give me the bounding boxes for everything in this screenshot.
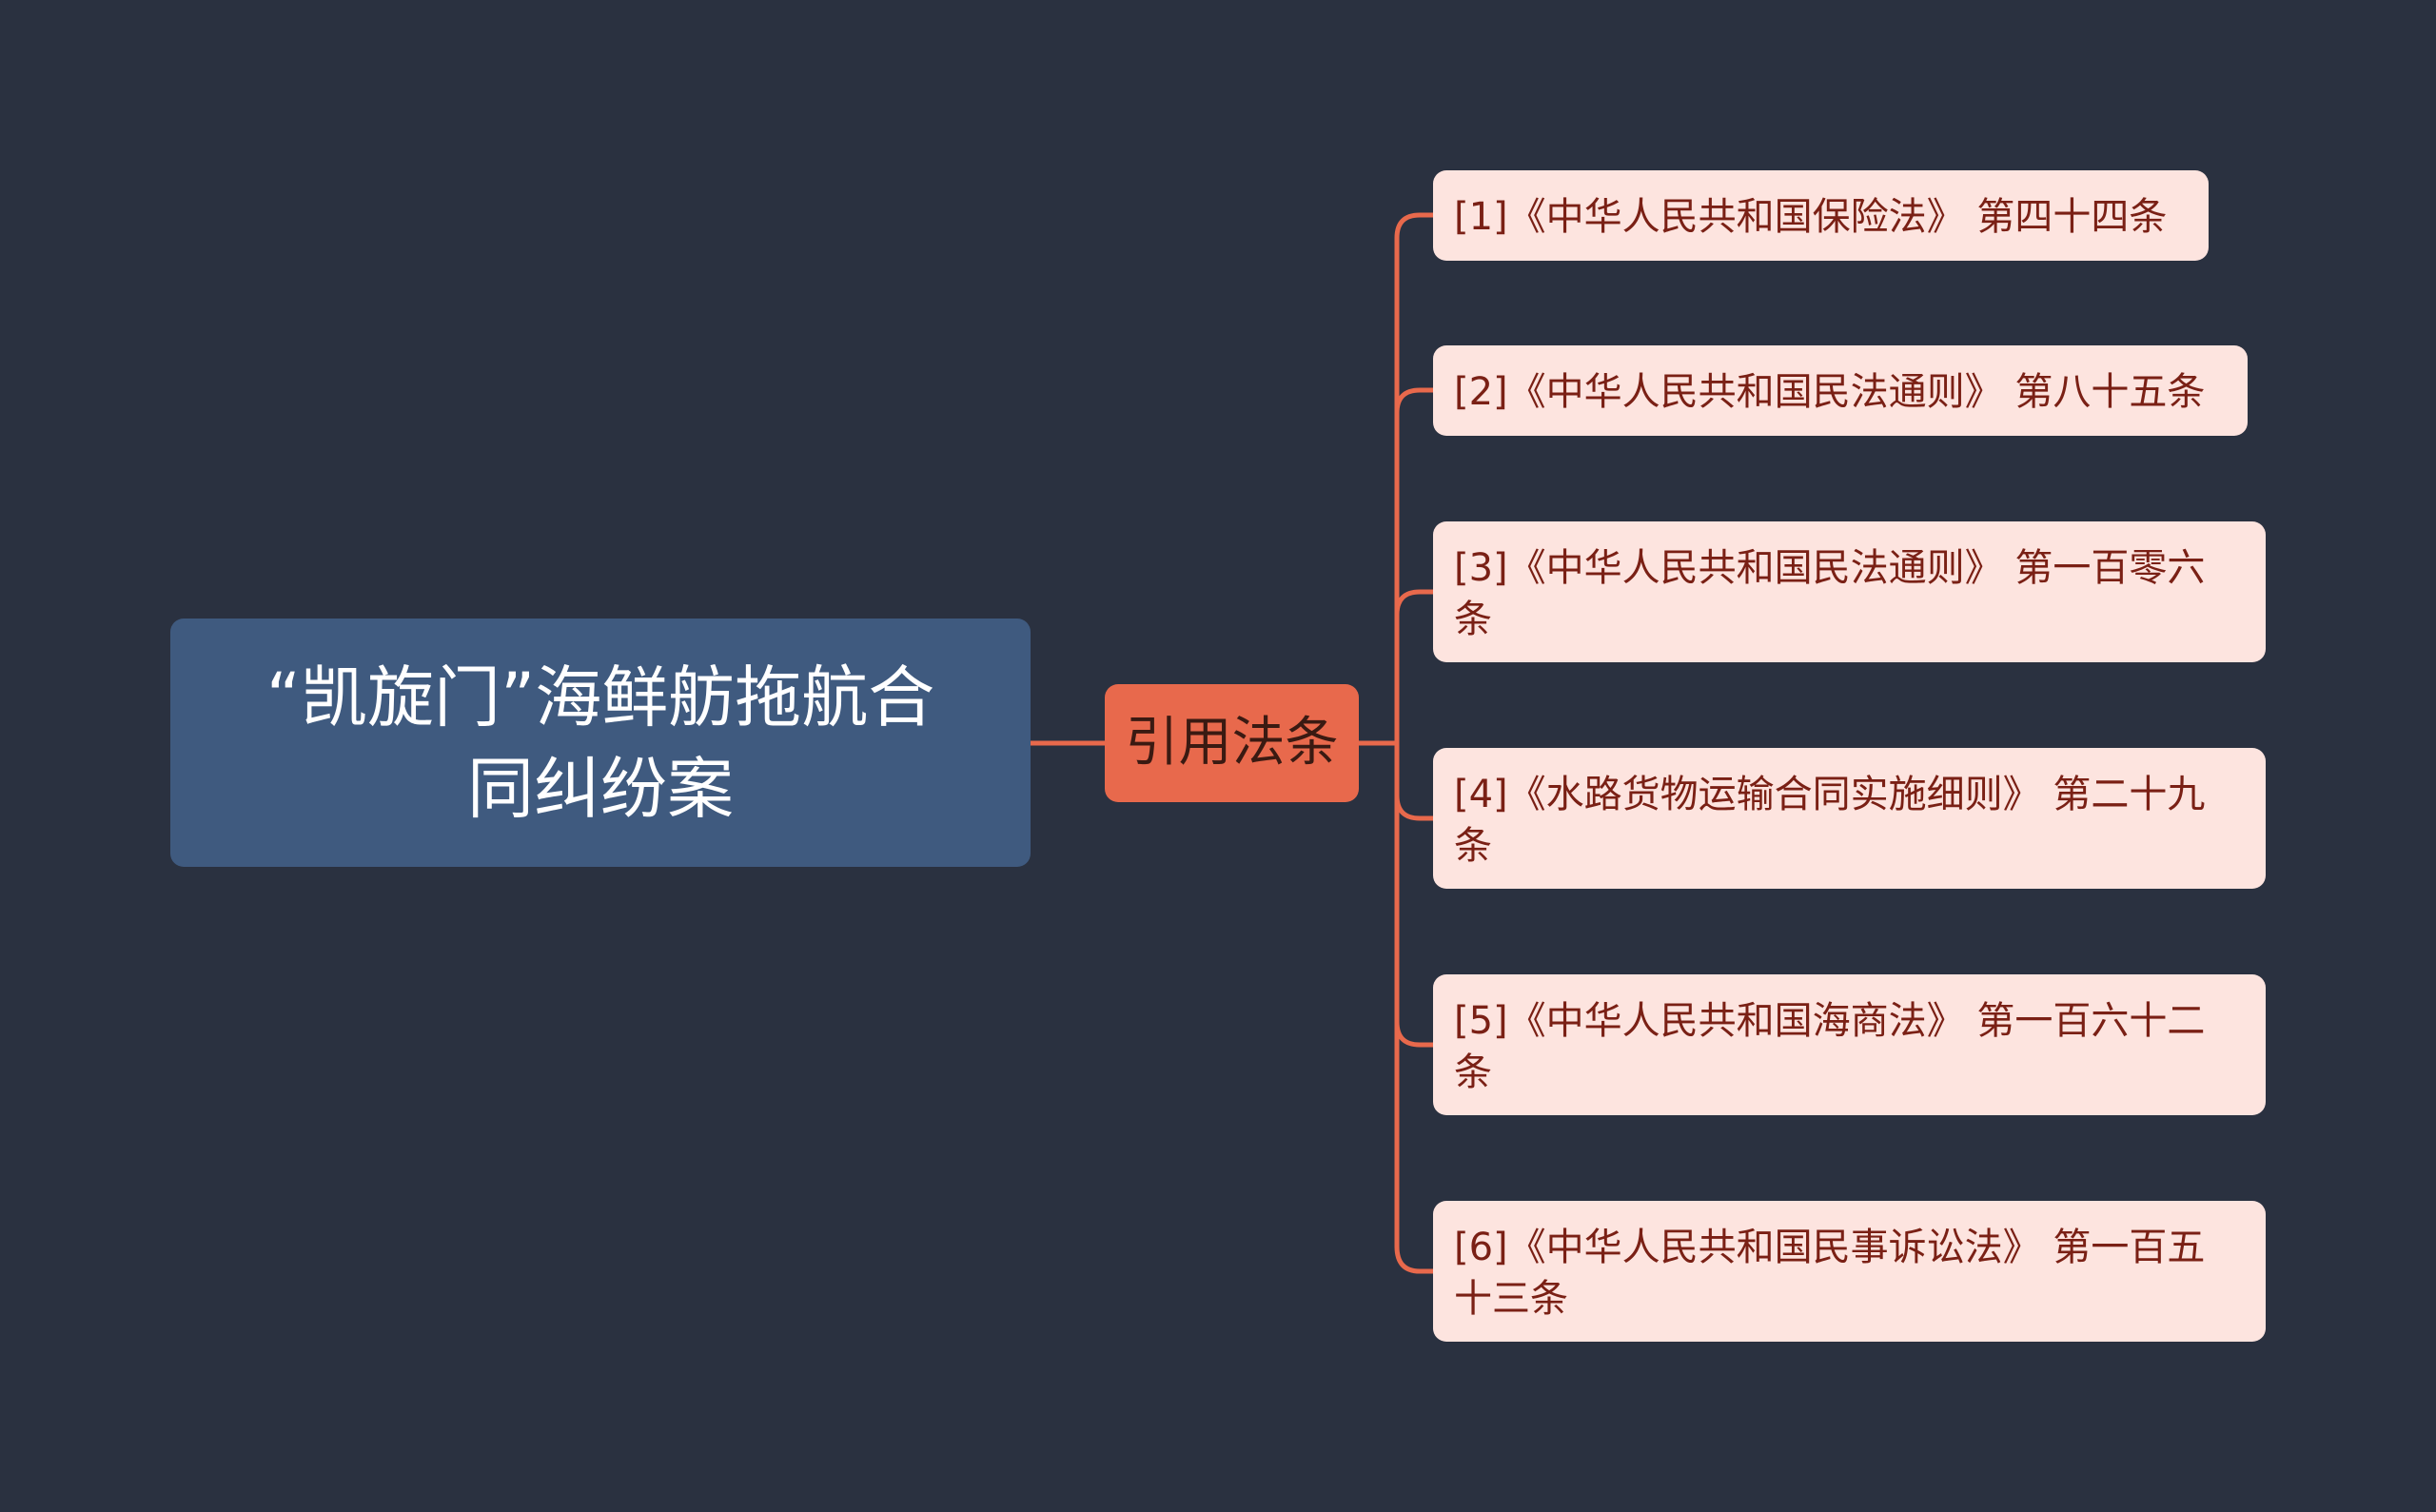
leaf-connector-3	[1394, 589, 1436, 618]
leaf-connector-6	[1394, 1244, 1436, 1274]
leaf-topic-node-2[interactable]: [2]《中华人民共和国民法通则》 第八十五条	[1433, 345, 2248, 436]
leaf-topic-text-5: [5]《中华人民共和国海商法》 第一百六十二 条	[1454, 999, 2206, 1094]
leaf-topic-text-6: [6]《中华人民共和国民事诉讼法》 第一百五 十三条	[1454, 1226, 2206, 1321]
branch-topic-node[interactable]: 引用法条	[1105, 684, 1359, 802]
leaf-topic-text-1: [1]《中华人民共和国保险法》 第四十四条	[1454, 195, 2168, 239]
root-topic-line-2: 同纠纷案	[467, 749, 734, 828]
leaf-topic-node-4[interactable]: [4]《水路货物运输合同实施细则》 第二十九 条	[1433, 748, 2266, 889]
leaf-topic-text-4: [4]《水路货物运输合同实施细则》 第二十九 条	[1454, 773, 2206, 868]
root-topic-node[interactable]: “凯旋门”海鲜舫拖航合 同纠纷案	[170, 619, 1031, 867]
root-topic-line-1: “凯旋门”海鲜舫拖航合	[265, 658, 935, 736]
leaf-topic-text-2: [2]《中华人民共和国民法通则》 第八十五条	[1454, 370, 2206, 414]
leaf-topic-node-1[interactable]: [1]《中华人民共和国保险法》 第四十四条	[1433, 170, 2209, 261]
leaf-topic-node-5[interactable]: [5]《中华人民共和国海商法》 第一百六十二 条	[1433, 974, 2266, 1115]
leaf-connector-2	[1394, 387, 1436, 416]
leaf-topic-node-3[interactable]: [3]《中华人民共和国民法通则》 第一百零六 条	[1433, 521, 2266, 662]
leaf-connector-1	[1394, 212, 1436, 241]
leaf-topic-text-3: [3]《中华人民共和国民法通则》 第一百零六 条	[1454, 546, 2206, 641]
leaf-connector-5	[1394, 1019, 1436, 1048]
branch-topic-label: 引用法条	[1125, 712, 1339, 774]
leaf-topic-node-6[interactable]: [6]《中华人民共和国民事诉讼法》 第一百五 十三条	[1433, 1201, 2266, 1342]
leaf-connector-4	[1394, 793, 1436, 821]
root-topic-text: “凯旋门”海鲜舫拖航合 同纠纷案	[208, 652, 992, 835]
